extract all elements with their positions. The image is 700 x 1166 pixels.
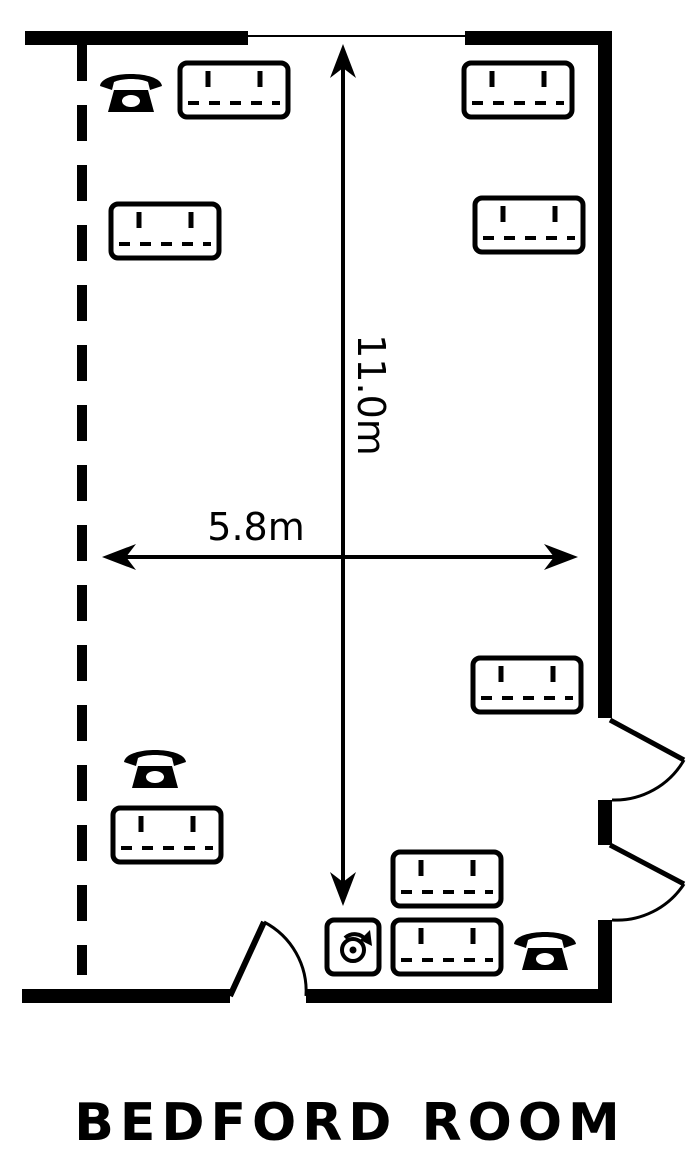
telephone-icon [100, 74, 162, 112]
door-right-upper [608, 717, 686, 802]
telephone-icon [514, 932, 576, 970]
double-socket-icon [111, 204, 219, 258]
width-dimension-arrow [102, 544, 578, 570]
width-label: 5.8m [207, 505, 304, 549]
data-point-icon [324, 917, 382, 977]
double-socket-icon [473, 658, 581, 712]
door-bottom [227, 920, 308, 998]
double-socket-icon [475, 198, 583, 252]
length-label: 11.0m [349, 334, 393, 456]
double-socket-icon [464, 63, 572, 117]
walls [22, 31, 612, 1003]
double-socket-icon [113, 808, 221, 862]
length-dimension-arrow [330, 44, 356, 906]
room-title: BEDFORD ROOM [74, 1093, 626, 1153]
door-right-lower [608, 842, 686, 922]
double-socket-icon [393, 920, 501, 974]
double-socket-icon [393, 852, 501, 906]
telephone-icon [124, 750, 186, 788]
double-socket-icon [180, 63, 288, 117]
